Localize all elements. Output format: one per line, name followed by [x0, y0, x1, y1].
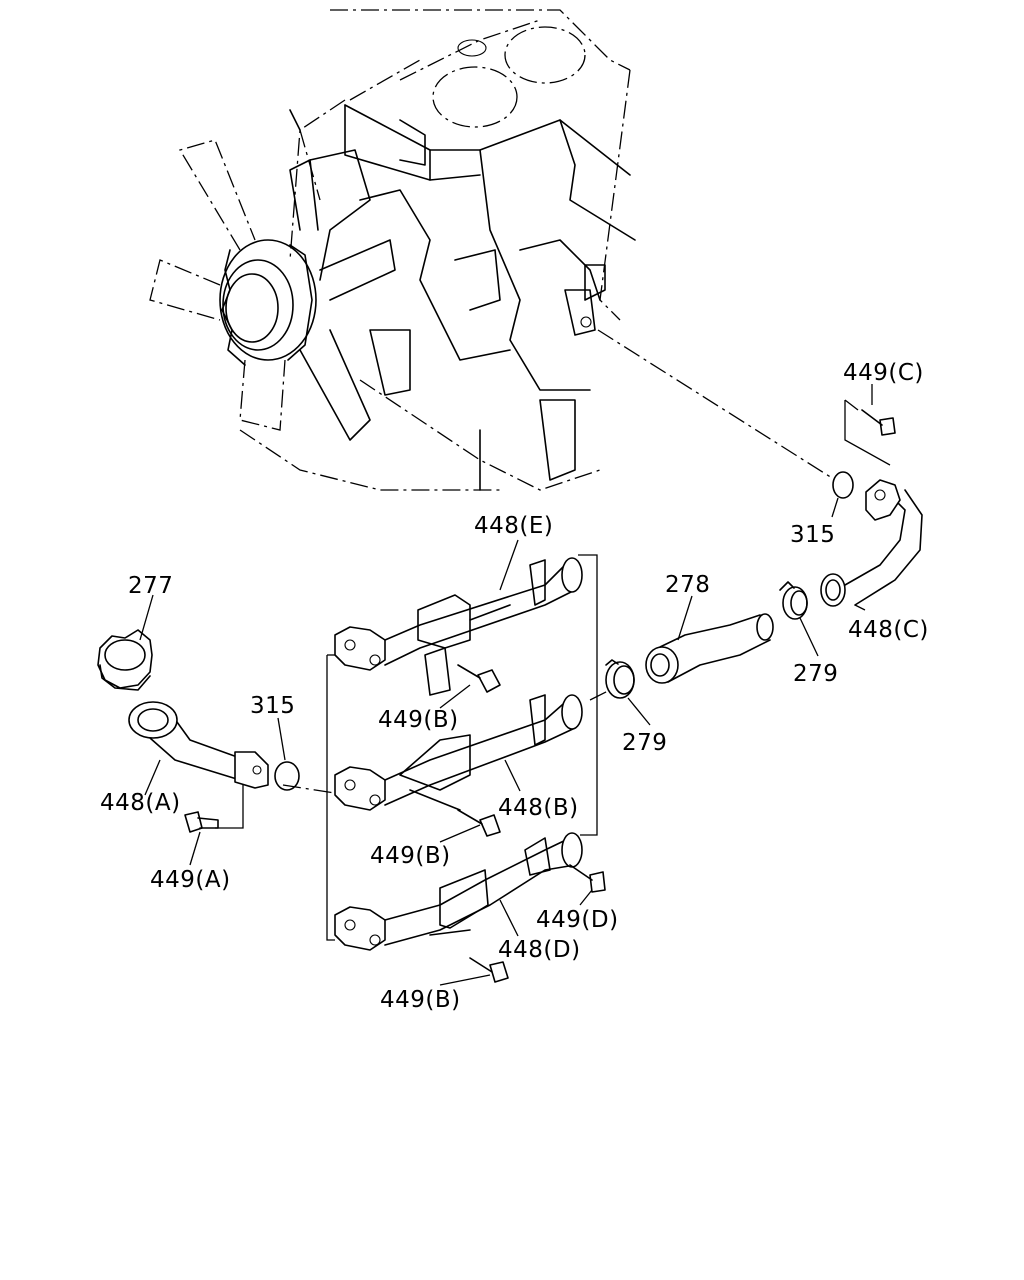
- label-448d: 448(D): [498, 937, 581, 963]
- label-448e: 448(E): [474, 513, 553, 539]
- label-315-right: 315: [790, 522, 835, 548]
- leader-lines: [139, 384, 873, 986]
- label-277: 277: [128, 573, 173, 599]
- gasket-315-right: [832, 471, 854, 499]
- label-448a: 448(A): [100, 790, 181, 816]
- bolt-449b-mid: [457, 809, 501, 837]
- label-449a: 449(A): [150, 867, 231, 893]
- label-448b: 448(B): [498, 795, 579, 821]
- label-449b-bottom: 449(B): [380, 987, 461, 1013]
- bolt-449c: [861, 409, 896, 436]
- hose-278: [645, 613, 774, 684]
- part-labels: 277 278 279 279 315 315 448(A) 448(B) 44…: [100, 360, 929, 1013]
- label-279-left: 279: [622, 730, 667, 756]
- hose-clamp-279-right: [779, 581, 808, 620]
- bolt-449b-bottom: [469, 957, 509, 983]
- pipe-448b: [334, 694, 583, 811]
- label-448c: 448(C): [848, 617, 929, 643]
- bolt-449a: [184, 811, 219, 833]
- cooling-fan: [149, 139, 396, 441]
- label-449c: 449(C): [843, 360, 924, 386]
- label-278: 278: [665, 572, 710, 598]
- radiator-cap: [97, 629, 153, 691]
- label-449d: 449(D): [536, 907, 619, 933]
- label-315-left: 315: [250, 693, 295, 719]
- bolt-449d: [569, 864, 606, 893]
- label-279-right: 279: [793, 661, 838, 687]
- pipe-448a: [128, 701, 300, 791]
- label-449b-top: 449(B): [378, 707, 459, 733]
- assembly-lines: [215, 329, 891, 941]
- hose-clamp-279-left: [605, 659, 635, 699]
- engine-block: [239, 9, 636, 491]
- pipe-448e: [334, 557, 583, 696]
- pipe-448c: [820, 479, 923, 607]
- label-449b-mid: 449(B): [370, 843, 451, 869]
- pipe-448d: [334, 832, 583, 951]
- bolt-449b-top: [457, 664, 501, 693]
